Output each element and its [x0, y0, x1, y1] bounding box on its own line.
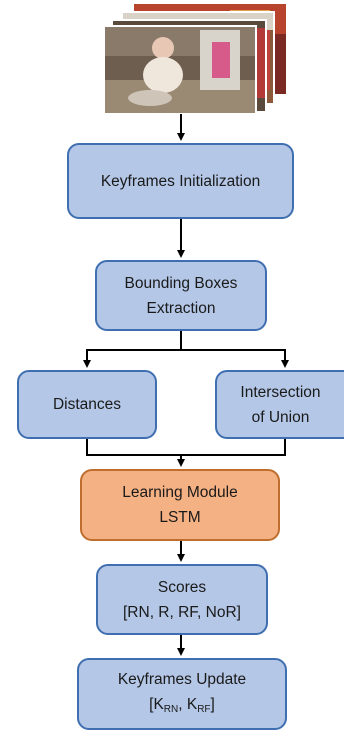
iou-label-line1: Intersection — [240, 383, 321, 401]
keyframes-update-box: Keyframes Update [KRN, KRF] — [77, 658, 287, 730]
connector-distances-merge — [86, 439, 286, 456]
learning-module-lstm-box: Learning Module LSTM — [80, 469, 280, 541]
scores-box: Scores [RN, R, RF, NoR] — [96, 564, 268, 635]
video-frame-front — [103, 25, 257, 115]
kf-sub-rf: RF — [197, 703, 211, 715]
keyframes-update-label: Keyframes Update — [117, 670, 247, 688]
bounding-boxes-label-line2: Extraction — [146, 299, 216, 317]
iou-label-line2: of Union — [251, 408, 310, 426]
kf-mid: , K — [178, 695, 198, 713]
video-frames-icon — [103, 4, 286, 115]
keyframes-initialization-box: Keyframes Initialization — [67, 143, 294, 219]
kf-sub-rn: RN — [163, 703, 179, 715]
kf-open: [K — [149, 695, 164, 713]
keyframes-update-vars: [KRN, KRF] — [149, 692, 215, 722]
scores-classes-label: [RN, R, RF, NoR] — [123, 603, 241, 621]
arrow-split-to-distances — [86, 349, 286, 364]
keyframes-initialization-label: Keyframes Initialization — [100, 172, 261, 190]
bounding-boxes-label-line1: Bounding Boxes — [124, 274, 238, 292]
learning-module-label: Learning Module — [122, 484, 238, 501]
distances-label: Distances — [52, 396, 122, 413]
lstm-label: LSTM — [159, 509, 201, 526]
kf-close: ] — [210, 695, 215, 713]
scores-label: Scores — [157, 578, 207, 596]
bounding-boxes-extraction-box: Bounding Boxes Extraction — [95, 260, 267, 331]
distances-box: Distances — [17, 370, 157, 439]
intersection-of-union-box: Intersection of Union — [215, 370, 344, 439]
